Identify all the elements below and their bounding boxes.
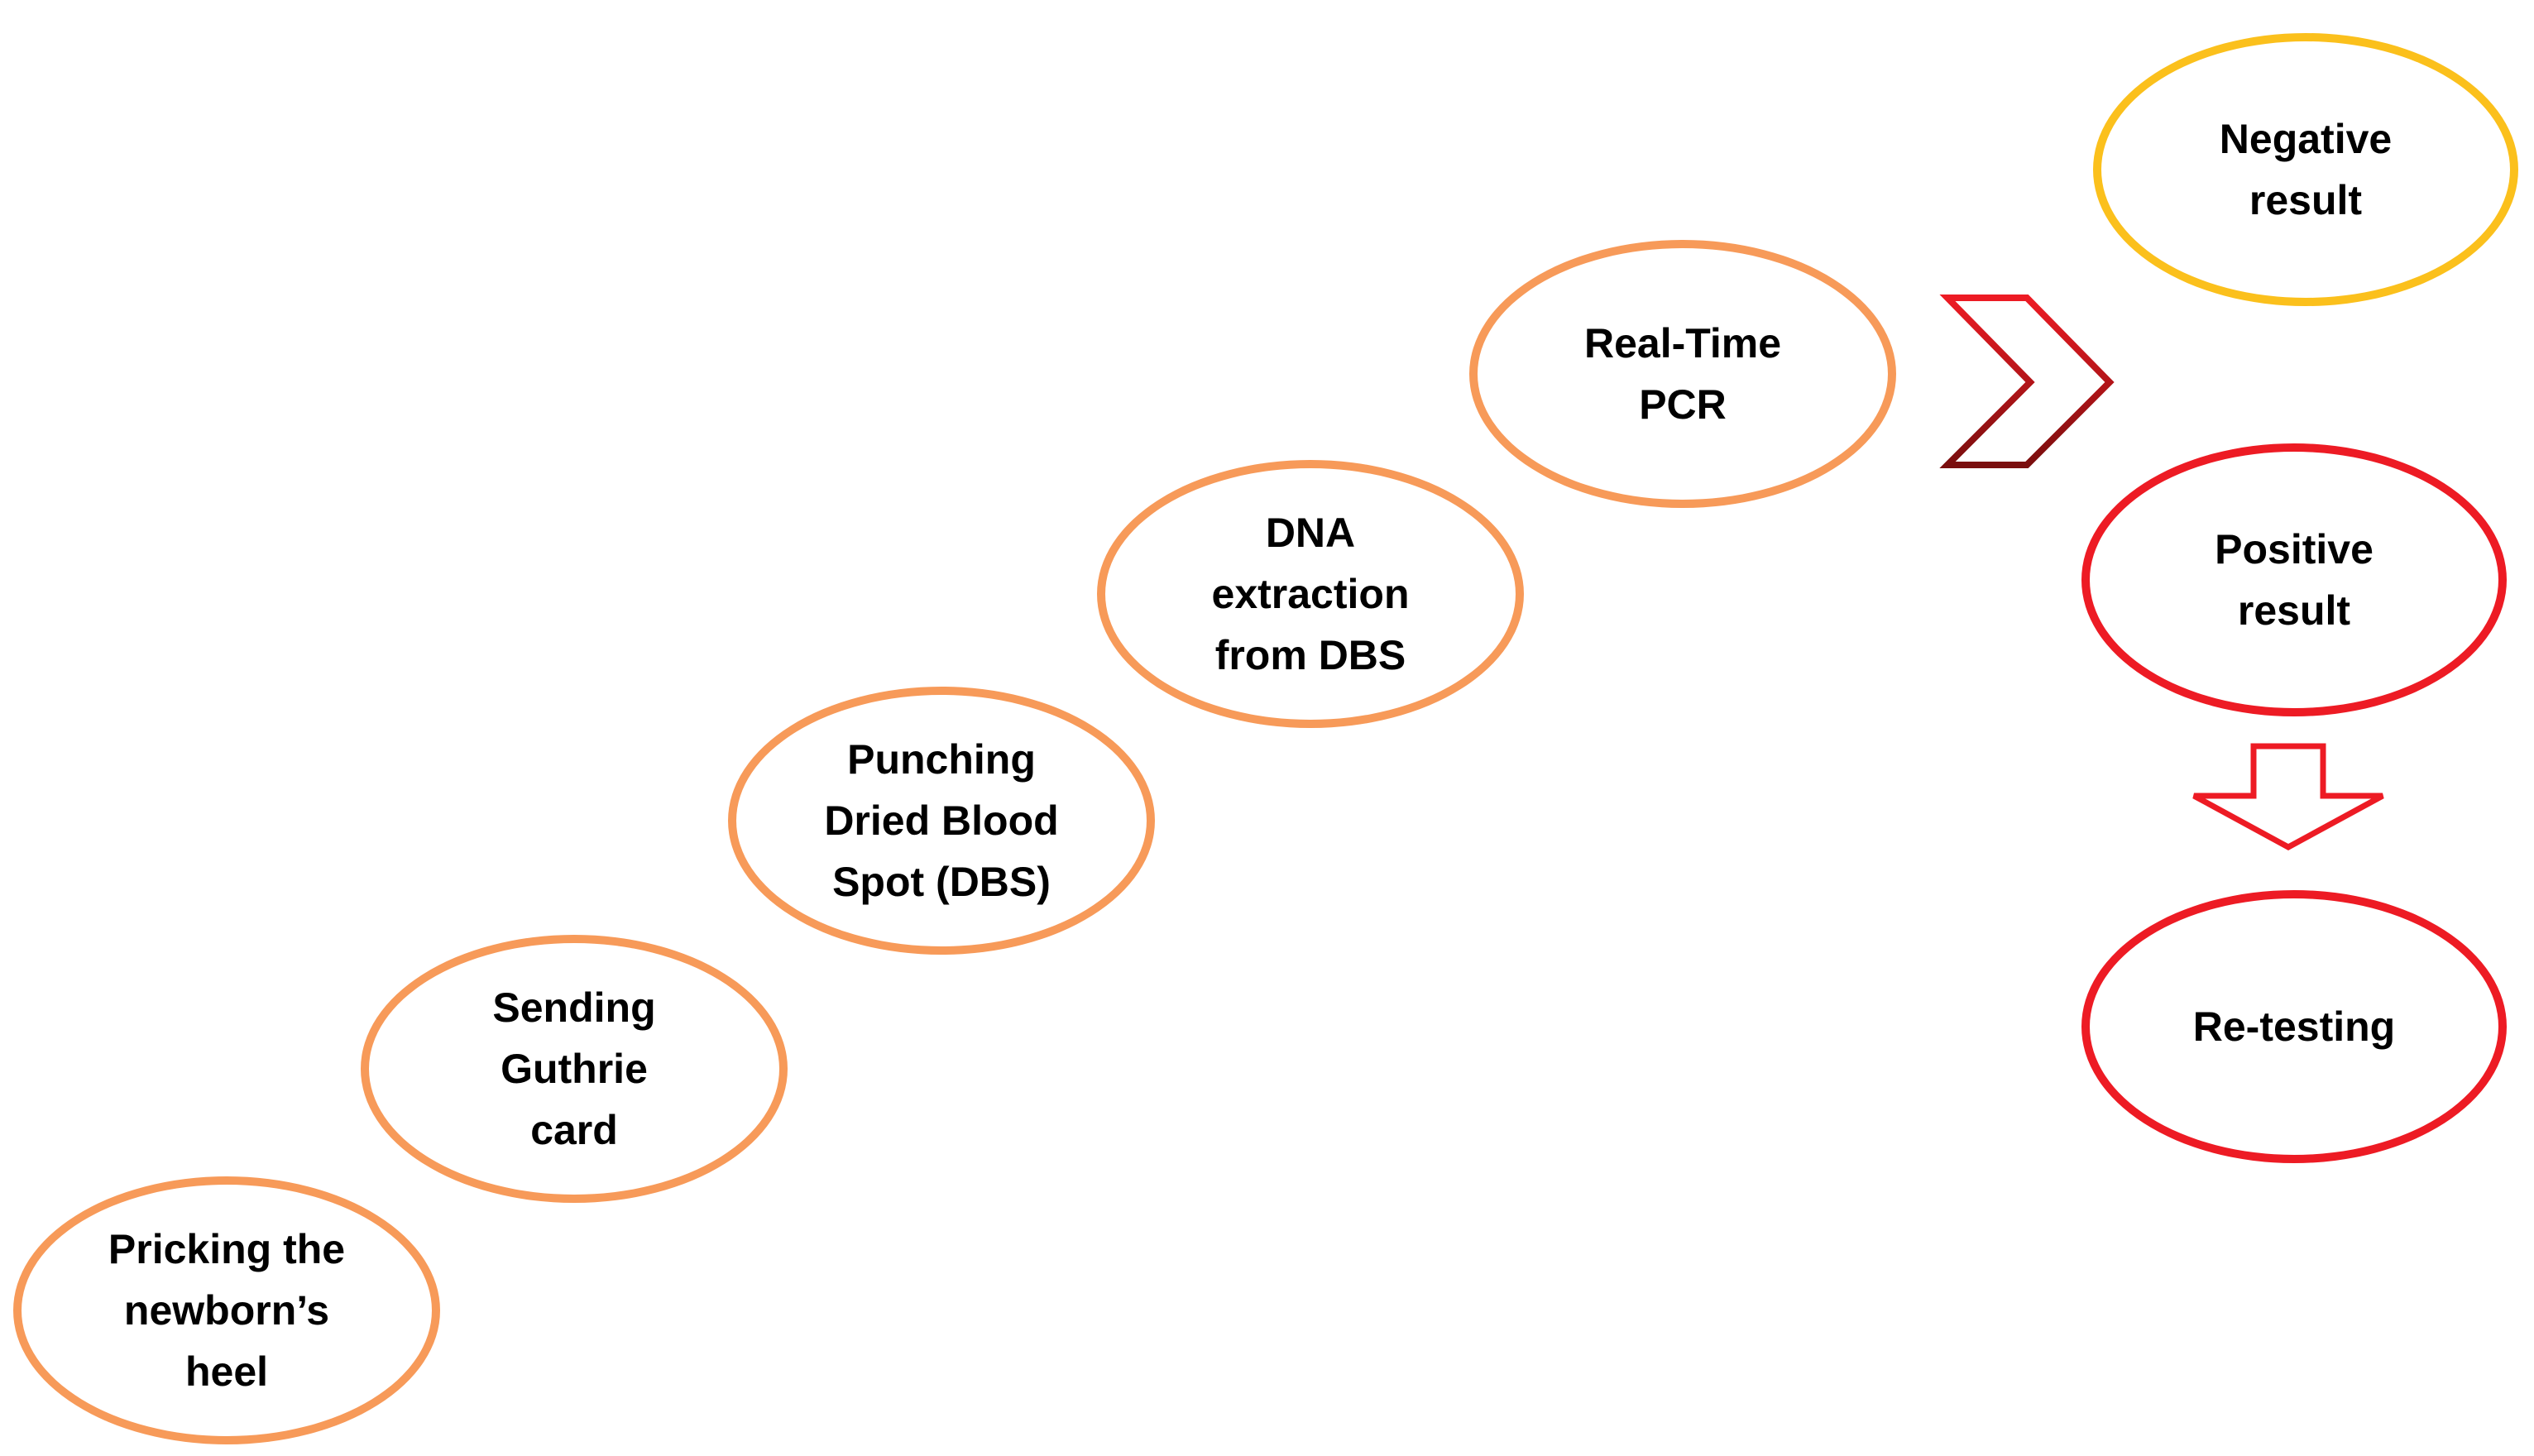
- step-dna-extraction: DNA extraction from DBS: [1097, 460, 1524, 728]
- arrow-down-icon: [2192, 743, 2384, 850]
- outcome-positive-result: Positive result: [2081, 443, 2507, 716]
- step-real-time-pcr-label: Real-Time PCR: [1583, 320, 1782, 428]
- outcome-re-testing-label: Re-testing: [2192, 1003, 2396, 1050]
- step-real-time-pcr: Real-Time PCR: [1469, 240, 1896, 508]
- chevron-right-icon: [1939, 295, 2115, 468]
- outcome-re-testing: Re-testing: [2081, 890, 2507, 1163]
- step-dna-extraction-label: DNA extraction from DBS: [1211, 510, 1410, 678]
- step-pricking-heel-label: Pricking the newborn’s heel: [108, 1226, 346, 1395]
- step-pricking-heel: Pricking the newborn’s heel: [13, 1176, 440, 1444]
- outcome-positive-result-label: Positive result: [2215, 526, 2374, 634]
- outcome-negative-result-label: Negative result: [2219, 116, 2393, 223]
- step-sending-guthrie-card-label: Sending Guthrie card: [492, 984, 656, 1153]
- step-punching-dbs-label: Punching Dried Blood Spot (DBS): [824, 736, 1059, 905]
- step-sending-guthrie-card: Sending Guthrie card: [361, 935, 788, 1203]
- step-punching-dbs: Punching Dried Blood Spot (DBS): [728, 687, 1155, 955]
- outcome-negative-result: Negative result: [2093, 33, 2518, 306]
